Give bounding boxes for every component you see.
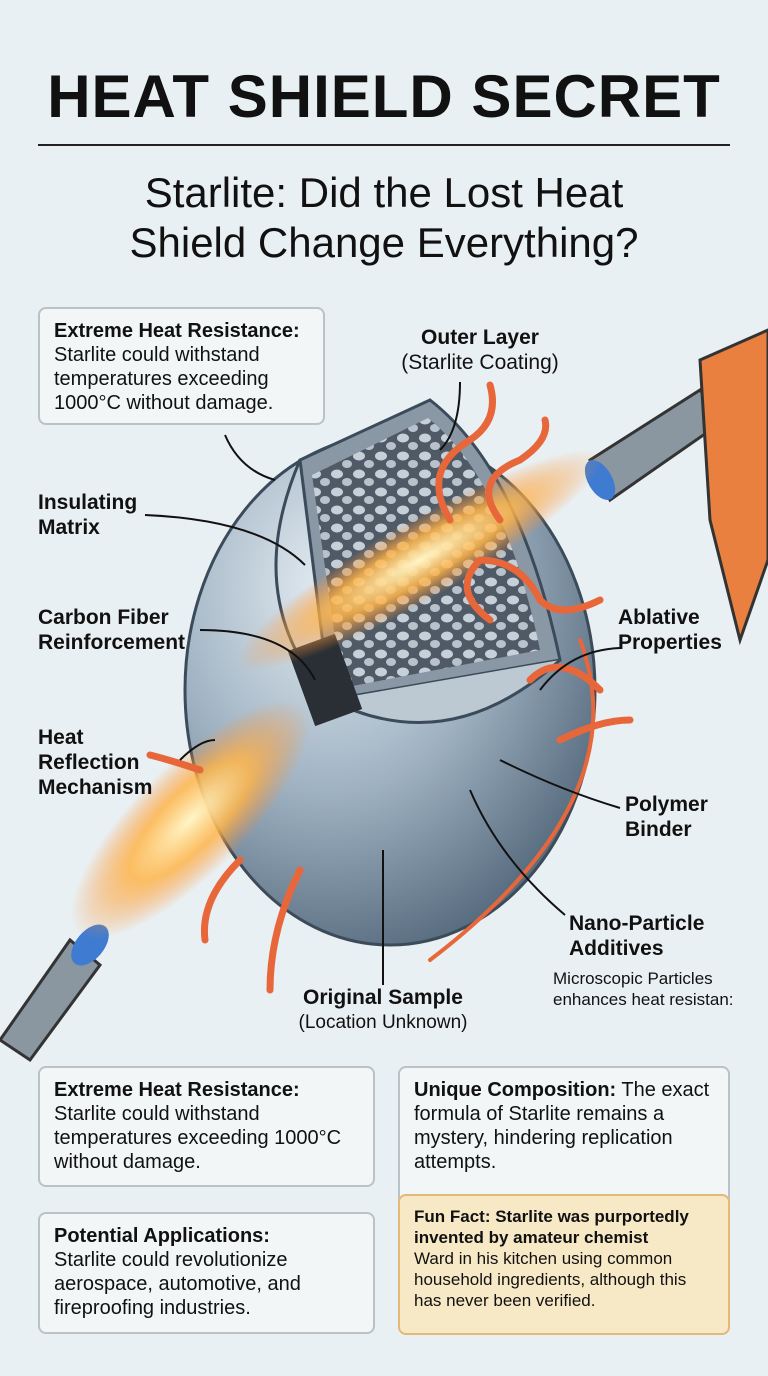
label-subtitle: (Location Unknown) bbox=[298, 1012, 468, 1033]
label-title: Outer Layer bbox=[421, 326, 539, 349]
label-outer-layer: Outer Layer (Starlite Coating) bbox=[380, 325, 580, 375]
label-heat-reflection: Heat Reflection Mechanism bbox=[38, 725, 152, 800]
label-line: Nano-Particle bbox=[569, 912, 705, 935]
label-line: Additives bbox=[569, 937, 664, 960]
box-text: Starlite could withstand temperatures ex… bbox=[54, 344, 274, 414]
label-polymer-binder: Polymer Binder bbox=[625, 792, 708, 842]
box-text: The exact formula of Starlite remains a … bbox=[414, 1079, 710, 1173]
box-text: Starlite could withstand temperatures ex… bbox=[54, 1103, 342, 1173]
box-heading: Extreme Heat Resistance: bbox=[54, 320, 300, 342]
label-carbon-fiber: Carbon Fiber Reinforcement bbox=[38, 605, 185, 655]
bottom-heat-resistance-box: Extreme Heat Resistance: Starlite could … bbox=[38, 1066, 375, 1187]
box-text: Starlite could revolutionize aerospace, … bbox=[54, 1249, 301, 1319]
label-line: Insulating bbox=[38, 491, 138, 514]
label-insulating-matrix: Insulating Matrix bbox=[38, 490, 137, 540]
label-line: Heat bbox=[38, 726, 84, 749]
title-divider bbox=[38, 144, 730, 146]
subtitle-line-1: Starlite: Did the Lost Heat bbox=[144, 169, 624, 216]
label-subtitle: (Starlite Coating) bbox=[401, 351, 559, 374]
subtitle: Starlite: Did the Lost Heat Shield Chang… bbox=[0, 168, 768, 268]
fun-fact-box: Fun Fact: Starlite was purportedly inven… bbox=[398, 1194, 730, 1335]
desc-line: Microscopic Particles bbox=[553, 969, 713, 988]
label-line: Reflection bbox=[38, 751, 140, 774]
label-line: Binder bbox=[625, 818, 692, 841]
main-title: HEAT SHIELD SECRET bbox=[47, 63, 721, 130]
heat-arrows bbox=[146, 381, 634, 994]
nano-particle-description: Microscopic Particles enhances heat resi… bbox=[553, 968, 734, 1010]
label-title: Original Sample bbox=[303, 986, 463, 1009]
label-line: Ablative bbox=[618, 606, 700, 629]
label-nano-particle: Nano-Particle Additives bbox=[569, 911, 704, 961]
label-line: Carbon Fiber bbox=[38, 606, 169, 629]
top-heat-resistance-box: Extreme Heat Resistance: Starlite could … bbox=[38, 307, 325, 425]
composition-box: Unique Composition: The exact formula of… bbox=[398, 1066, 730, 1206]
callout-lines bbox=[144, 381, 621, 985]
label-line: Mechanism bbox=[38, 776, 153, 799]
torch-top-right-icon bbox=[584, 328, 768, 646]
desc-line: enhances heat resistan: bbox=[553, 990, 734, 1009]
label-original-sample: Original Sample (Location Unknown) bbox=[283, 985, 483, 1035]
subtitle-line-2: Shield Change Everything? bbox=[129, 219, 639, 266]
fun-fact-text: Ward in his kitchen using common househo… bbox=[414, 1249, 687, 1310]
box-heading: Extreme Heat Resistance: bbox=[54, 1079, 300, 1101]
fun-fact-heading: Fun Fact: Starlite was purportedly inven… bbox=[414, 1207, 689, 1247]
flame-top bbox=[237, 449, 603, 671]
label-ablative: Ablative Properties bbox=[618, 605, 722, 655]
box-heading: Unique Composition: bbox=[414, 1079, 617, 1101]
label-line: Matrix bbox=[38, 516, 100, 539]
label-line: Properties bbox=[618, 631, 722, 654]
label-line: Reinforcement bbox=[38, 631, 186, 654]
flame-bottom bbox=[70, 700, 310, 940]
box-heading: Potential Applications: bbox=[54, 1225, 270, 1247]
label-line: Polymer bbox=[625, 793, 708, 816]
applications-box: Potential Applications: Starlite could r… bbox=[38, 1212, 375, 1334]
